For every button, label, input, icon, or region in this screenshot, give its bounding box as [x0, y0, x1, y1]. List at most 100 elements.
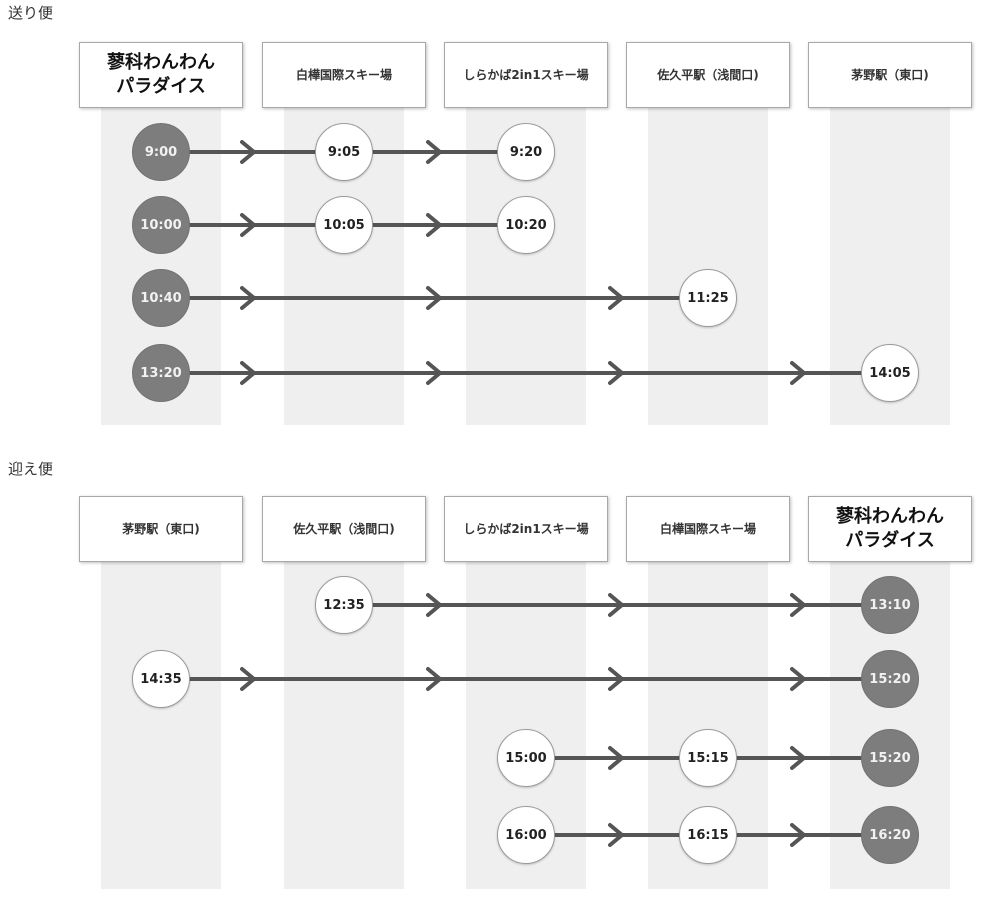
direction-arrow-icon	[426, 140, 442, 164]
time-label: 10:00	[140, 217, 182, 233]
stop-header: 白樺国際スキー場	[626, 496, 790, 562]
route-line	[161, 296, 708, 300]
route-line	[161, 371, 890, 375]
direction-arrow-icon	[790, 593, 806, 617]
time-node: 13:20	[132, 344, 190, 402]
stop-header: 白樺国際スキー場	[262, 42, 426, 108]
direction-arrow-icon	[608, 361, 624, 385]
direction-arrow-icon	[608, 593, 624, 617]
stop-name: 佐久平駅（浅間口)	[293, 521, 395, 536]
direction-arrow-icon	[790, 746, 806, 770]
stop-header: 茅野駅（東口)	[79, 496, 243, 562]
time-label: 9:05	[327, 144, 361, 160]
direction-arrow-icon	[240, 213, 256, 237]
direction-arrow-icon	[608, 823, 624, 847]
time-label: 15:20	[869, 750, 911, 766]
direction-arrow-icon	[608, 667, 624, 691]
stop-header-text: 蓼科わんわんパラダイス	[107, 51, 215, 100]
time-label: 9:20	[509, 144, 543, 160]
route-line	[161, 677, 890, 681]
direction-arrow-icon	[608, 746, 624, 770]
stop-name: 茅野駅（東口)	[122, 521, 200, 536]
stop-header: 佐久平駅（浅間口)	[262, 496, 426, 562]
column-background	[101, 562, 221, 889]
time-node: 16:00	[497, 806, 555, 864]
direction-arrow-icon	[426, 286, 442, 310]
stop-header-text: 蓼科わんわんパラダイス	[836, 505, 944, 554]
direction-arrow-icon	[426, 667, 442, 691]
stop-header: 蓼科わんわんパラダイス	[808, 496, 972, 562]
stop-name: 蓼科わんわん	[107, 51, 215, 73]
time-label: 16:00	[505, 827, 547, 843]
time-node: 13:10	[861, 576, 919, 634]
section-title: 迎え便	[8, 460, 54, 478]
stop-header: 蓼科わんわんパラダイス	[79, 42, 243, 108]
time-label: 14:35	[140, 671, 182, 687]
stop-header-text: 白樺国際スキー場	[296, 67, 392, 83]
time-label: 16:20	[869, 827, 911, 843]
stop-header: 茅野駅（東口)	[808, 42, 972, 108]
direction-arrow-icon	[608, 286, 624, 310]
route-line	[344, 603, 890, 607]
stop-name: しらかば2in1スキー場	[463, 67, 589, 82]
time-label: 10:05	[323, 217, 365, 233]
time-node: 10:00	[132, 196, 190, 254]
direction-arrow-icon	[790, 823, 806, 847]
time-label: 11:25	[687, 290, 729, 306]
time-label: 13:10	[869, 597, 911, 613]
time-label: 13:20	[140, 365, 182, 381]
time-label: 16:15	[687, 827, 729, 843]
time-label: 10:20	[505, 217, 547, 233]
time-label: 15:00	[505, 750, 547, 766]
stop-name: 佐久平駅（浅間口)	[657, 67, 759, 82]
time-node: 15:20	[861, 729, 919, 787]
stop-name: 白樺国際スキー場	[295, 67, 392, 82]
section-title: 送り便	[8, 4, 54, 22]
time-node: 16:15	[679, 806, 737, 864]
time-label: 15:15	[687, 750, 729, 766]
direction-arrow-icon	[426, 213, 442, 237]
time-label: 15:20	[869, 671, 911, 687]
direction-arrow-icon	[240, 667, 256, 691]
stop-header-text: 白樺国際スキー場	[660, 521, 756, 537]
direction-arrow-icon	[240, 140, 256, 164]
direction-arrow-icon	[240, 286, 256, 310]
time-node: 10:05	[315, 196, 373, 254]
time-node: 9:05	[315, 123, 373, 181]
time-label: 9:00	[144, 144, 178, 160]
stop-name: 白樺国際スキー場	[659, 521, 756, 536]
time-node: 14:35	[132, 650, 190, 708]
time-node: 11:25	[679, 269, 737, 327]
stop-name: パラダイス	[845, 530, 935, 551]
time-node: 14:05	[861, 344, 919, 402]
time-node: 10:20	[497, 196, 555, 254]
direction-arrow-icon	[426, 593, 442, 617]
stop-header-text: しらかば2in1スキー場	[463, 521, 588, 537]
time-node: 12:35	[315, 576, 373, 634]
time-node: 9:20	[497, 123, 555, 181]
direction-arrow-icon	[426, 361, 442, 385]
time-node: 15:15	[679, 729, 737, 787]
stop-name: しらかば2in1スキー場	[463, 521, 589, 536]
stop-name: 茅野駅（東口)	[851, 67, 929, 82]
time-label: 10:40	[140, 290, 182, 306]
direction-arrow-icon	[790, 361, 806, 385]
column-background	[648, 108, 768, 425]
time-node: 15:20	[861, 650, 919, 708]
stop-header-text: 佐久平駅（浅間口)	[657, 67, 759, 83]
stop-header: 佐久平駅（浅間口)	[626, 42, 790, 108]
stop-header-text: 茅野駅（東口)	[851, 67, 929, 83]
stop-header: しらかば2in1スキー場	[444, 496, 608, 562]
time-node: 9:00	[132, 123, 190, 181]
time-node: 15:00	[497, 729, 555, 787]
stop-header: しらかば2in1スキー場	[444, 42, 608, 108]
stop-header-text: しらかば2in1スキー場	[463, 67, 588, 83]
time-node: 16:20	[861, 806, 919, 864]
time-label: 14:05	[869, 365, 911, 381]
stop-name: 蓼科わんわん	[836, 505, 944, 527]
stop-name: パラダイス	[116, 76, 206, 97]
stop-header-text: 茅野駅（東口)	[122, 521, 200, 537]
direction-arrow-icon	[240, 361, 256, 385]
direction-arrow-icon	[790, 667, 806, 691]
time-label: 12:35	[323, 597, 365, 613]
